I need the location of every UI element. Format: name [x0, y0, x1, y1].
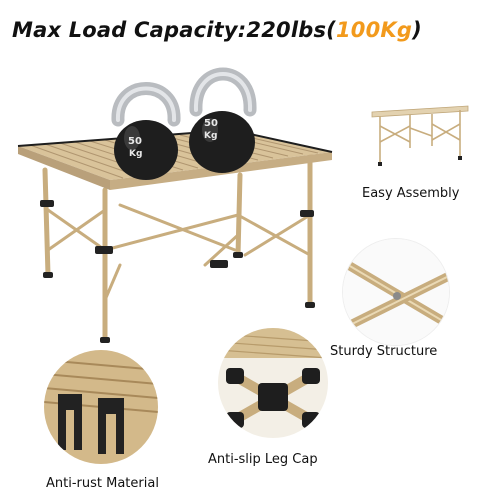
feature-label-sturdy-structure: Sturdy Structure — [330, 344, 438, 359]
kettlebell-2-unit: Kg — [204, 131, 217, 141]
headline-kg: 100Kg — [335, 18, 413, 42]
feature-label-leg-cap: Anti-slip Leg Cap — [208, 452, 318, 467]
kettlebell-2-num: 50 — [204, 118, 218, 129]
easy-assembly-image — [371, 105, 469, 166]
leg-cap-closeup — [218, 328, 328, 438]
anti-rust-closeup — [44, 350, 158, 464]
kettlebell-icon: 50 Kg — [111, 82, 181, 180]
kettlebell-1-num: 50 — [128, 136, 142, 147]
sturdy-structure-closeup — [342, 238, 450, 346]
headline-lbs: 220lbs( — [246, 18, 336, 42]
headline-suffix: ) — [412, 18, 422, 42]
table-frame — [42, 152, 313, 343]
feature-label-anti-rust: Anti-rust Material — [46, 476, 159, 491]
kettlebell-icon: 50 Kg — [189, 67, 257, 173]
leg-caps — [40, 200, 315, 343]
headline-prefix: Max Load Capacity: — [12, 18, 247, 42]
table-hero-image: 50 Kg 50 Kg — [17, 67, 333, 343]
kettlebell-1-unit: Kg — [129, 149, 142, 159]
headline: Max Load Capacity:220lbs(100Kg) — [12, 12, 422, 48]
feature-label-easy-assembly: Easy Assembly — [362, 186, 460, 201]
